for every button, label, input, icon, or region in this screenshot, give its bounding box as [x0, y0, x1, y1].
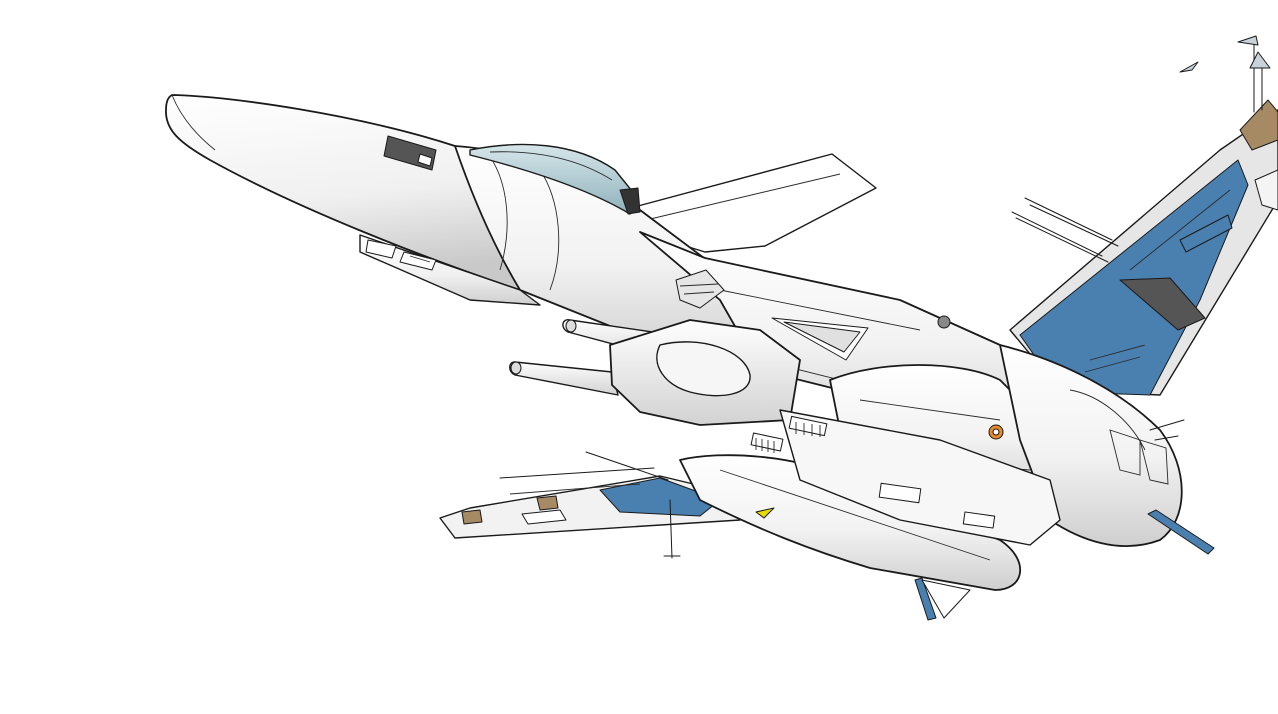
right-wing: [1009, 99, 1278, 396]
left-wing: [439, 451, 761, 559]
engine-block: [609, 269, 801, 426]
canopy: [469, 143, 641, 215]
wingtip-antennae: [1011, 35, 1271, 263]
fuselage: [165, 94, 761, 361]
underside-panels: [779, 409, 1061, 546]
engine-nacelle-left: [679, 432, 1021, 621]
